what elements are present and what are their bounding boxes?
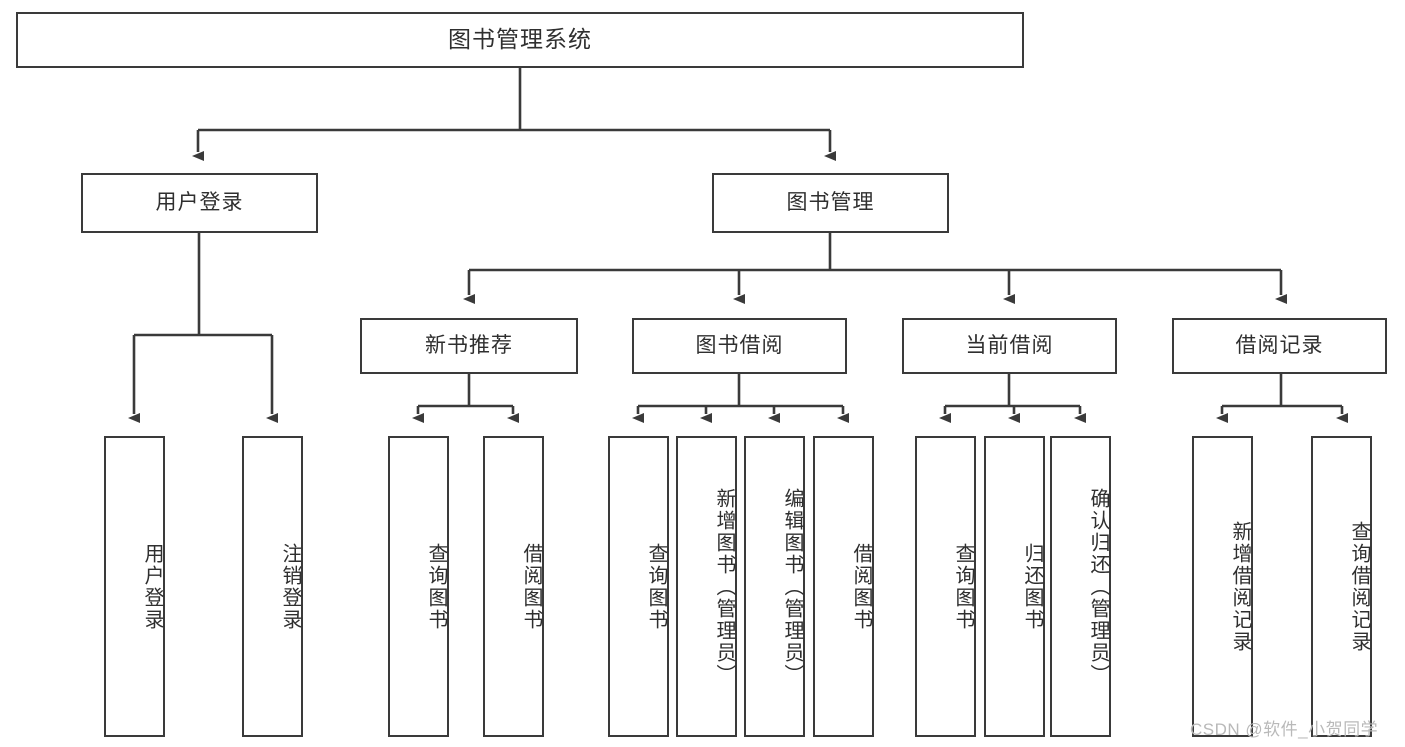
leaf-cb-query-book[interactable]: 查询图书 bbox=[915, 436, 976, 737]
leaf-nb-borrow-book[interactable]: 借阅图书 bbox=[483, 436, 544, 737]
node-new-book-recommend[interactable]: 新书推荐 bbox=[360, 318, 578, 374]
leaf-user-login[interactable]: 用户登录 bbox=[104, 436, 165, 737]
node-label: 用户登录 bbox=[155, 190, 244, 214]
leaf-br-add-record[interactable]: 新增借阅记录 bbox=[1192, 436, 1253, 737]
leaf-nb-query-book[interactable]: 查询图书 bbox=[388, 436, 449, 737]
node-label: 图书管理系统 bbox=[448, 26, 592, 53]
node-book-management[interactable]: 图书管理 bbox=[712, 173, 949, 233]
node-label: 借阅图书 bbox=[520, 542, 542, 631]
leaf-bb-borrow-book[interactable]: 借阅图书 bbox=[813, 436, 874, 737]
node-borrow-record[interactable]: 借阅记录 bbox=[1172, 318, 1387, 374]
node-label: 借阅记录 bbox=[1235, 333, 1324, 357]
node-label: 用户登录 bbox=[141, 542, 163, 631]
leaf-br-query-record[interactable]: 查询借阅记录 bbox=[1311, 436, 1372, 737]
node-label: 查询图书 bbox=[645, 542, 667, 631]
leaf-bb-edit-book-admin[interactable]: 编辑图书（管理员） bbox=[744, 436, 805, 737]
node-label: 归还图书 bbox=[1021, 542, 1043, 631]
node-label: 查询图书 bbox=[425, 542, 447, 631]
node-label: 查询借阅记录 bbox=[1348, 520, 1370, 653]
node-label: 新书推荐 bbox=[425, 333, 513, 357]
node-label: 新增借阅记录 bbox=[1229, 520, 1251, 653]
node-label: 图书借阅 bbox=[695, 333, 784, 357]
node-label: 注销登录 bbox=[279, 542, 301, 631]
node-user-login[interactable]: 用户登录 bbox=[81, 173, 318, 233]
node-label: 当前借阅 bbox=[965, 333, 1054, 357]
node-book-borrow[interactable]: 图书借阅 bbox=[632, 318, 847, 374]
node-label: 查询图书 bbox=[952, 542, 974, 631]
node-label: 编辑图书（管理员） bbox=[781, 487, 803, 686]
node-current-borrow[interactable]: 当前借阅 bbox=[902, 318, 1117, 374]
node-label: 新增图书（管理员） bbox=[713, 487, 735, 686]
watermark-text: CSDN @软件_小贺同学 bbox=[1190, 720, 1379, 739]
node-label: 确认归还（管理员） bbox=[1087, 487, 1109, 686]
node-label: 借阅图书 bbox=[850, 542, 872, 631]
leaf-logout[interactable]: 注销登录 bbox=[242, 436, 303, 737]
leaf-cb-return-book[interactable]: 归还图书 bbox=[984, 436, 1045, 737]
leaf-cb-confirm-return-admin[interactable]: 确认归还（管理员） bbox=[1050, 436, 1111, 737]
leaf-bb-add-book-admin[interactable]: 新增图书（管理员） bbox=[676, 436, 737, 737]
node-label: 图书管理 bbox=[786, 190, 875, 214]
node-root-system[interactable]: 图书管理系统 bbox=[16, 12, 1024, 68]
leaf-bb-query-book[interactable]: 查询图书 bbox=[608, 436, 669, 737]
